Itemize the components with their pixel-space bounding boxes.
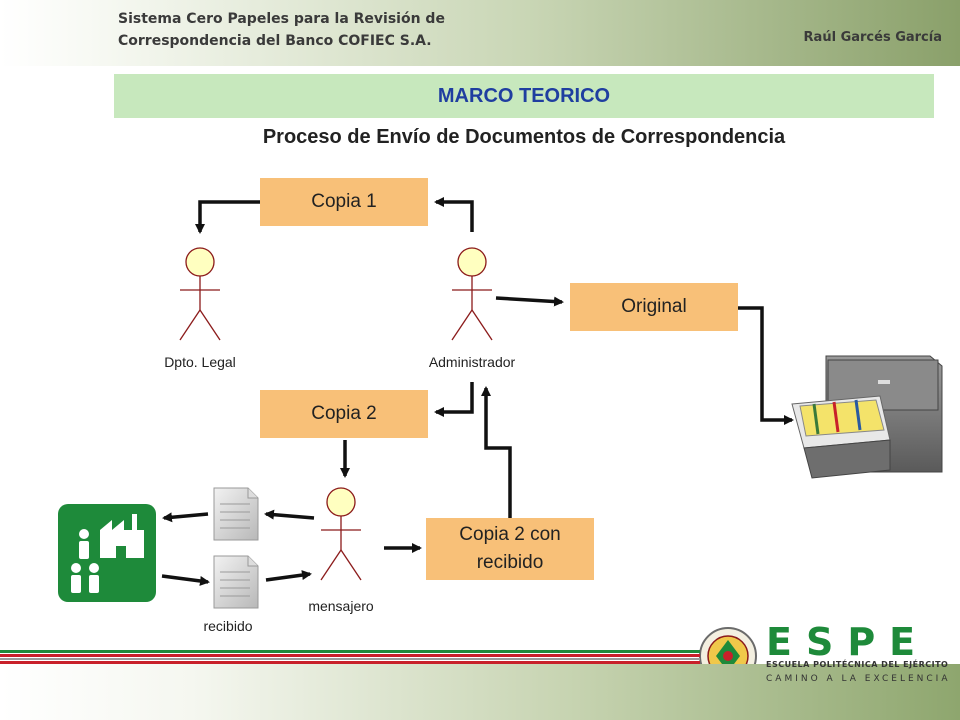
arrow-recibido-to-mensajero — [265, 570, 312, 582]
box-copia2-recibido: Copia 2 con recibido — [426, 518, 594, 580]
document-recibido-icon — [213, 555, 259, 609]
box-copia2: Copia 2 — [260, 390, 428, 438]
company-building-icon — [58, 504, 156, 602]
arrow-company-to-recibido — [161, 574, 210, 586]
document-recibido-label: recibido — [203, 618, 253, 634]
arrow-doc-to-company — [162, 512, 209, 523]
header-banner: Sistema Cero Papeles para la Revisión de… — [0, 0, 960, 66]
actor-mensajero-figure — [320, 487, 362, 581]
arrow-admin-to-original — [495, 296, 564, 307]
arrow-copia1-to-legal — [195, 200, 260, 234]
author-name: Raúl Garcés García — [803, 30, 942, 45]
arrow-mensajero-to-doc — [264, 509, 315, 520]
actor-admin-label: Administrador — [428, 354, 516, 370]
diagram-title: Proceso de Envío de Documentos de Corres… — [262, 126, 786, 148]
actor-mensajero-label: mensajero — [308, 598, 374, 614]
actor-legal-label: Dpto. Legal — [164, 354, 236, 370]
presentation-title: Sistema Cero Papeles para la Revisión de… — [118, 11, 445, 49]
section-bar: MARCO TEORICO — [114, 74, 934, 118]
arrow-copia2recibido-to-admin — [481, 386, 512, 518]
espe-logo-letters: ESPE — [766, 620, 930, 664]
arrow-admin-to-copia2 — [434, 382, 474, 417]
footer-banner — [0, 664, 960, 720]
arrow-admin-to-copia1 — [434, 197, 474, 232]
document-icon — [213, 487, 259, 541]
actor-legal-figure — [179, 247, 221, 341]
section-title: MARCO TEORICO — [437, 85, 611, 107]
actor-admin-figure — [451, 247, 493, 341]
footer-stripe — [0, 650, 700, 664]
espe-logo-line1: ESCUELA POLITÉCNICA DEL EJÉRCITO — [766, 660, 949, 669]
box-copia1: Copia 1 — [260, 178, 428, 226]
filing-cabinet-icon — [791, 355, 943, 479]
box-original: Original — [570, 283, 738, 331]
arrow-original-to-cabinet — [738, 306, 794, 425]
espe-logo-line2: CAMINO A LA EXCELENCIA — [766, 674, 951, 684]
